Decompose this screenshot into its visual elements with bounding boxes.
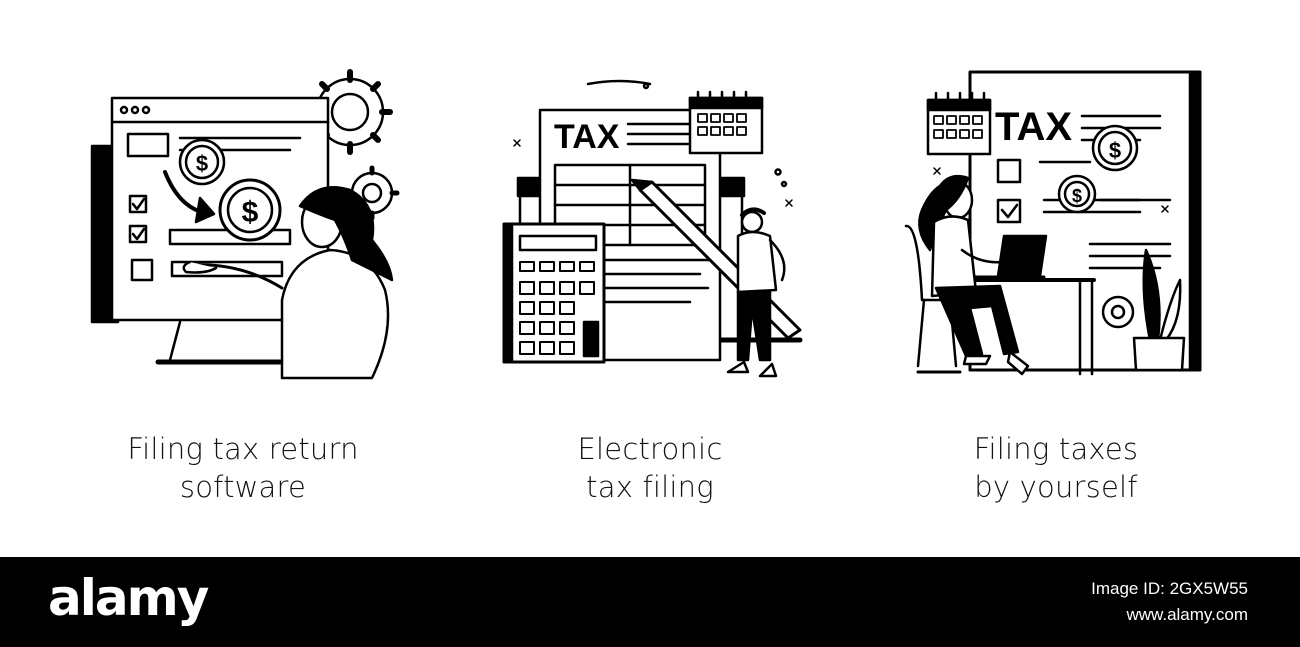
caption-line: by yourself: [974, 470, 1138, 504]
svg-text:TAX: TAX: [554, 118, 620, 156]
calculator-icon: [502, 222, 606, 364]
caption-filing-taxes-by-yourself: Filing taxes by yourself: [906, 430, 1206, 506]
illustrations: $ $ TAX: [90, 69, 1202, 380]
caption-line: tax filing: [586, 470, 714, 504]
coin-icon: $: [1091, 124, 1139, 172]
calendar-icon: [926, 91, 992, 156]
electronic-filing-illustration: TAX: [502, 79, 803, 378]
caption-electronic-tax-filing: Electronic tax filing: [500, 430, 800, 506]
coin-icon: $: [218, 178, 282, 242]
site-url: www.alamy.com: [1126, 605, 1248, 624]
caption-line: Filing tax return: [127, 432, 359, 466]
caption-line: Electronic: [577, 432, 723, 466]
self-filing-illustration: TAX $ $: [904, 70, 1202, 376]
gear-icon: [1101, 295, 1135, 329]
caption-filing-tax-return-software: Filing tax return software: [93, 430, 393, 506]
caption-line: Filing taxes: [973, 432, 1139, 466]
image-id-value: 2GX5W55: [1169, 579, 1248, 598]
person-figure: [726, 207, 786, 378]
image-id: Image ID: 2GX5W55: [1091, 579, 1248, 598]
plant-icon: [1132, 248, 1186, 372]
svg-text:$: $: [242, 196, 259, 229]
alamy-logo: alamy: [48, 569, 209, 627]
coin-icon: $: [1057, 174, 1097, 214]
calendar-icon: [688, 90, 764, 155]
watermark-footer: alamy Image ID: 2GX5W55 www.alamy.com: [0, 557, 1300, 647]
svg-text:TAX: TAX: [995, 105, 1072, 149]
illustration-stage: $ $ TAX: [90, 69, 1206, 506]
tax-software-illustration: $ $: [90, 69, 400, 380]
caption-line: software: [179, 470, 307, 504]
svg-text:$: $: [1109, 138, 1121, 163]
svg-text:$: $: [1072, 186, 1082, 206]
coin-icon: $: [178, 138, 226, 186]
svg-text:$: $: [196, 151, 208, 176]
person-figure: [182, 186, 394, 380]
person-figure: [918, 175, 1030, 376]
